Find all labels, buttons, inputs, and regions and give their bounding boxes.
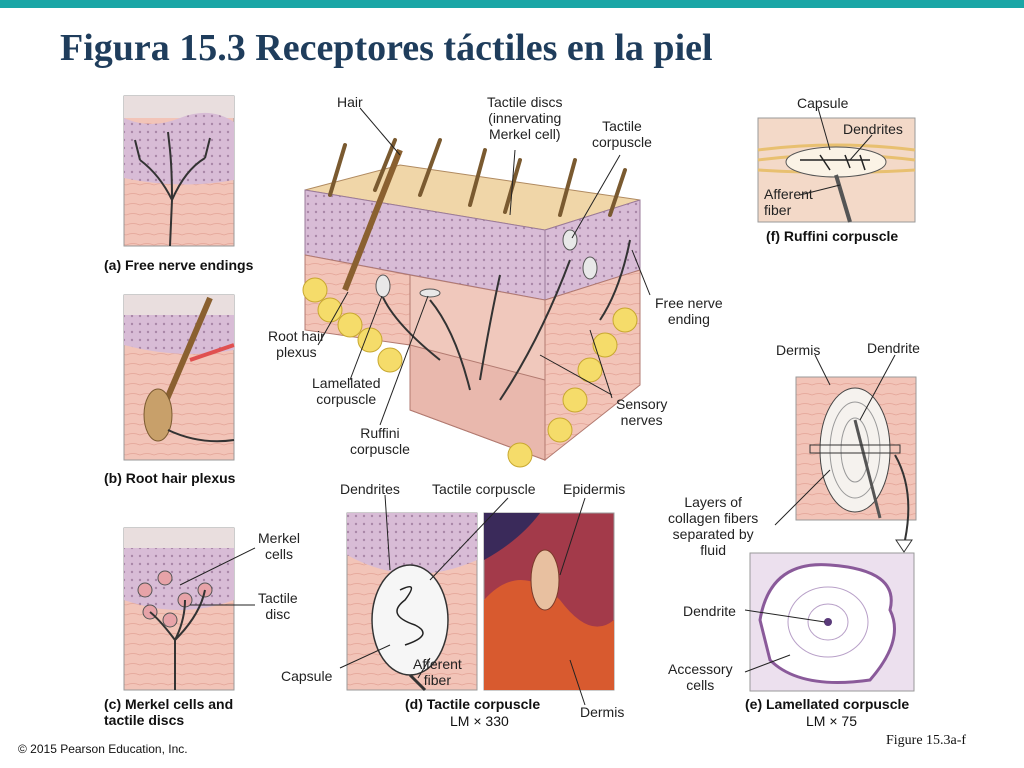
label-root-hair-plexus: Root hair plexus	[268, 328, 325, 360]
panel-a-free-nerve-endings	[123, 95, 235, 247]
label-e-collagen-layers: Layers of collagen fibers separated by f…	[668, 494, 759, 558]
leader-lines	[179, 107, 896, 706]
label-tactile-discs: Tactile discs (innervating Merkel cell)	[487, 94, 563, 142]
label-d-afferent-fiber: Afferent fiber	[413, 656, 462, 688]
label-d-dermis: Dermis	[580, 704, 625, 720]
label-lamellated-corpuscle: Lamellated corpuscle	[312, 375, 381, 407]
label-hair: Hair	[337, 94, 363, 110]
label-d-tactile-corpuscle: Tactile corpuscle	[432, 481, 536, 497]
label-tactile-disc: Tactile disc	[258, 590, 298, 622]
copyright-notice: © 2015 Pearson Education, Inc.	[18, 742, 188, 756]
panel-d-tactile-corpuscle	[346, 512, 615, 692]
magnification-panel-e: LM × 75	[806, 713, 857, 729]
nerve-ending-path-a	[134, 131, 211, 247]
label-d-capsule: Capsule	[281, 668, 333, 684]
skin-block-diagram	[302, 138, 641, 468]
caption-panel-d: (d) Tactile corpuscle	[405, 696, 541, 712]
label-e-dendrite: Dendrite	[867, 340, 920, 356]
label-free-nerve-ending: Free nerve ending	[655, 295, 723, 327]
caption-panel-c: (c) Merkel cells and tactile discs	[104, 696, 234, 728]
caption-panel-f: (f) Ruffini corpuscle	[766, 228, 899, 244]
top-accent-bar	[0, 0, 1024, 8]
label-e-accessory-cells: Accessory cells	[668, 661, 733, 693]
label-e-dendrite-2: Dendrite	[683, 603, 736, 619]
panel-c-merkel-cells	[123, 527, 235, 691]
label-d-dendrites: Dendrites	[340, 481, 400, 497]
label-d-epidermis: Epidermis	[563, 481, 626, 497]
slide-title: Figura 15.3 Receptores táctiles en la pi…	[60, 27, 713, 69]
figure-reference: Figure 15.3a-f	[886, 733, 967, 748]
magnification-panel-d: LM × 330	[450, 713, 509, 729]
caption-panel-a: (a) Free nerve endings	[104, 257, 254, 273]
label-ruffini-corpuscle: Ruffini corpuscle	[350, 425, 410, 457]
caption-panel-b: (b) Root hair plexus	[104, 470, 236, 486]
label-sensory-nerves: Sensory nerves	[616, 396, 668, 428]
label-f-afferent-fiber: Afferent fiber	[764, 186, 813, 218]
label-f-capsule: Capsule	[797, 95, 849, 111]
label-merkel-cells: Merkel cells	[258, 530, 301, 562]
label-f-dendrites: Dendrites	[843, 121, 903, 137]
label-e-dermis: Dermis	[776, 342, 821, 358]
panel-f-ruffini	[757, 117, 916, 223]
panel-e-lamellated	[749, 376, 917, 692]
caption-panel-e: (e) Lamellated corpuscle	[745, 696, 910, 712]
panel-b-root-hair-plexus	[123, 294, 235, 461]
label-tactile-corpuscle: Tactile corpuscle	[592, 118, 652, 150]
